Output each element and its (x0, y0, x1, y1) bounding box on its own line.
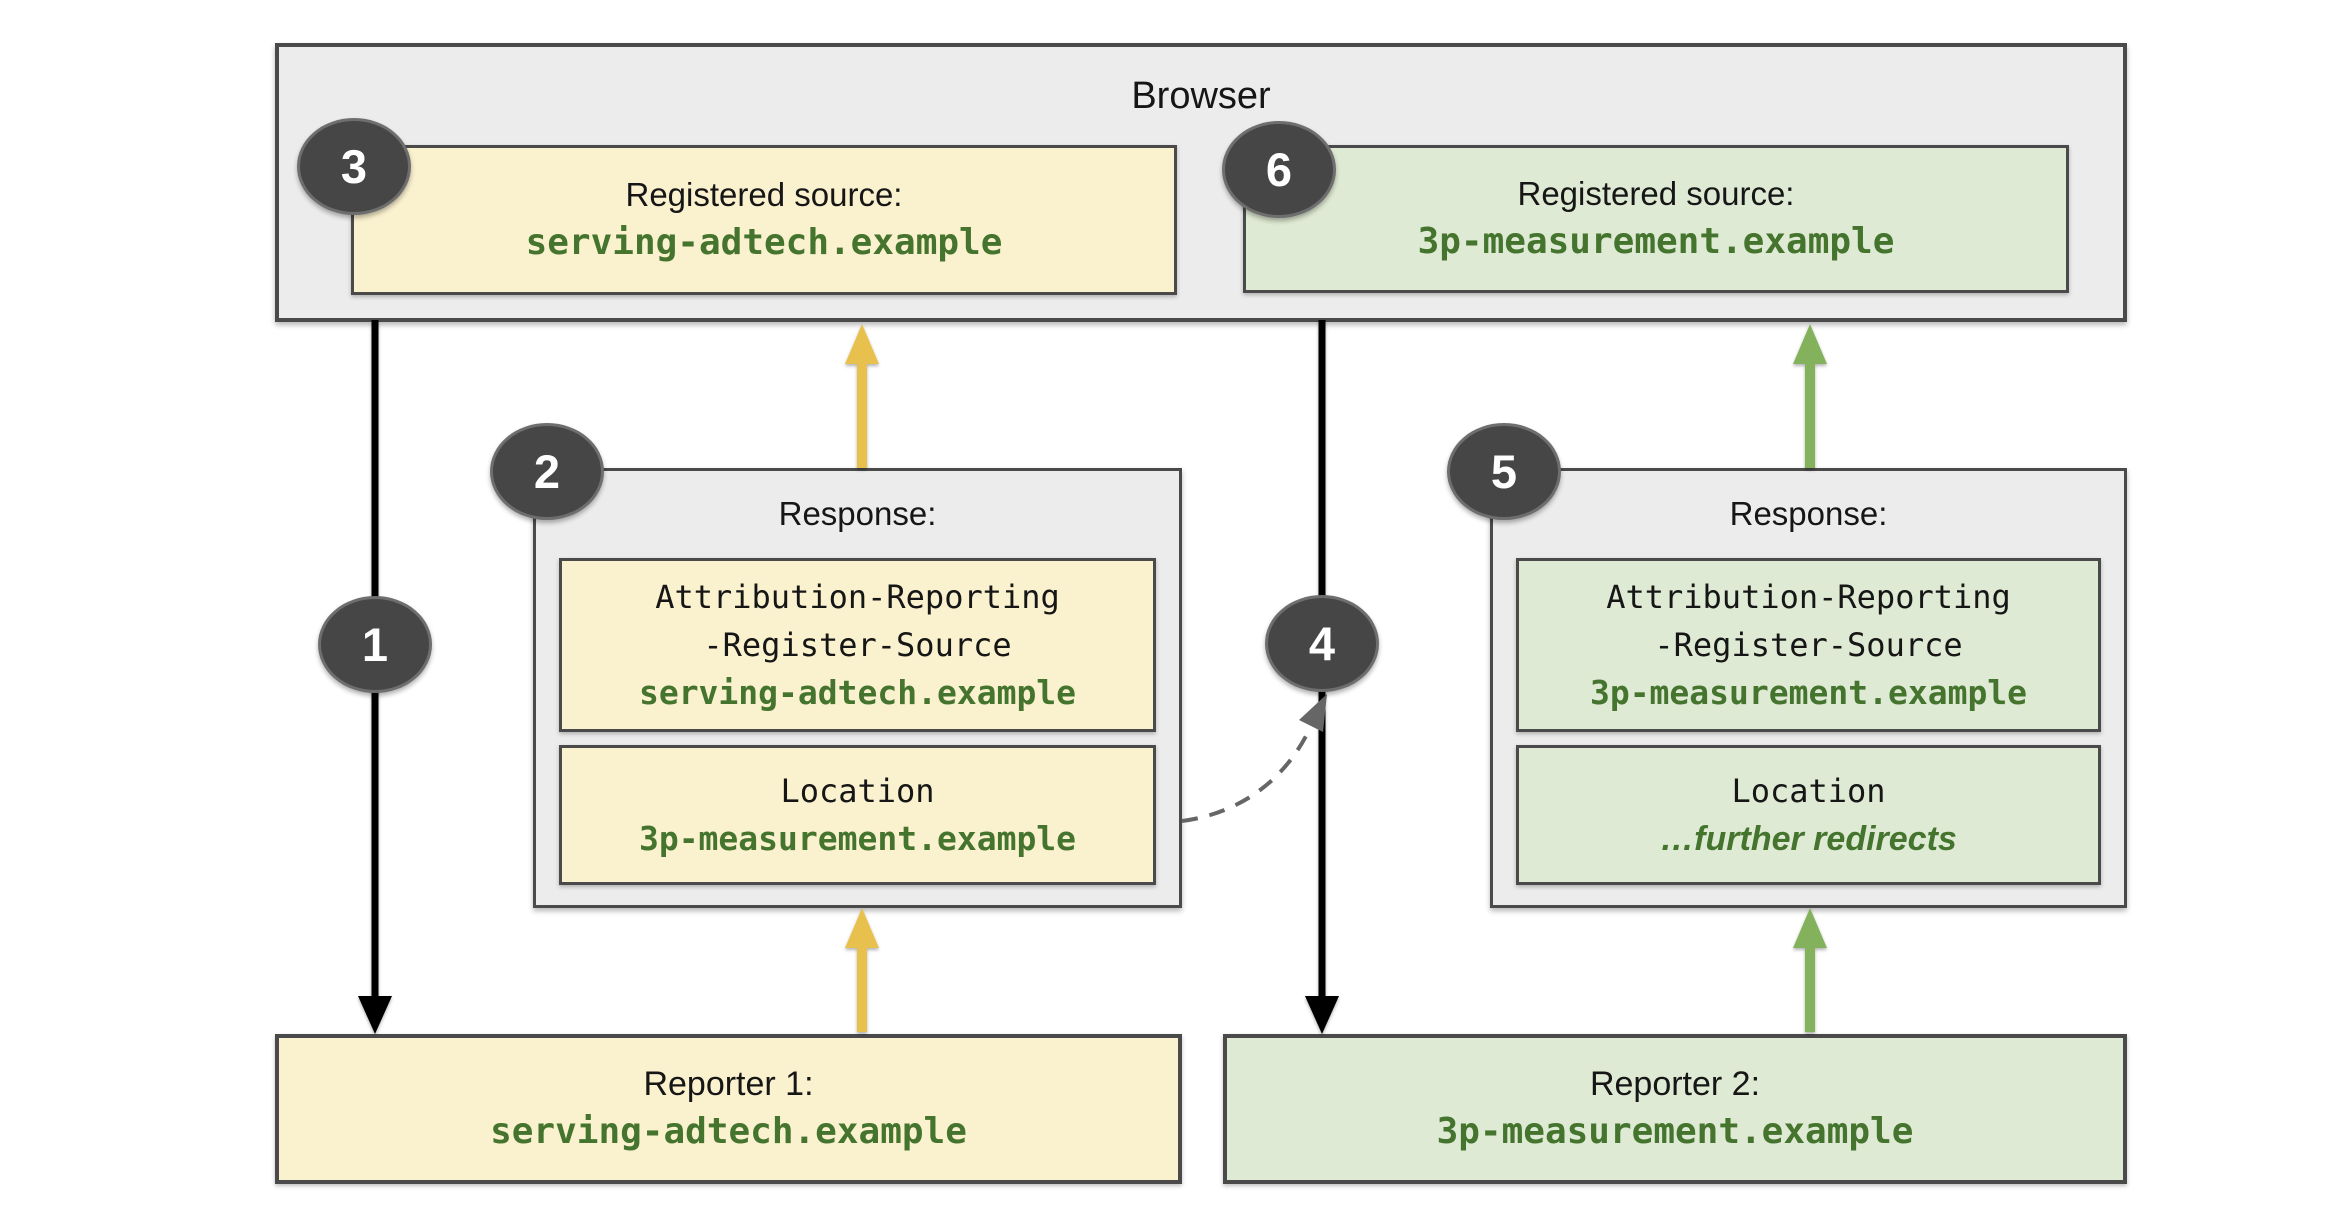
step-number: 2 (533, 445, 561, 498)
reporter-domain: 3p-measurement.example (1436, 1111, 1914, 1152)
response2-header-box: Attribution-Reporting -Register-Source 3… (1516, 558, 2101, 732)
arrow-response1-to-browser-yellow-up (845, 324, 879, 468)
step-number: 4 (1308, 617, 1336, 670)
header-domain: 3p-measurement.example (1589, 673, 2028, 712)
header-name-line2: -Register-Source (1654, 626, 1963, 664)
step-number: 6 (1265, 143, 1293, 196)
registered-source-label: Registered source: (1517, 175, 1795, 212)
response2-location-box: Location …further redirects (1516, 745, 2101, 885)
step-number: 5 (1490, 445, 1518, 498)
browser-panel-title: Browser (1131, 75, 1271, 117)
arrow-reporter2-to-response2-green-up (1793, 908, 1827, 1032)
registered-source-box-3p-measurement: Registered source: 3p-measurement.exampl… (1243, 145, 2069, 293)
step-number: 1 (361, 618, 389, 671)
header-name-line2: -Register-Source (703, 626, 1012, 664)
reporter2-box: Reporter 2: 3p-measurement.example (1223, 1034, 2127, 1184)
step-number: 3 (340, 140, 368, 193)
reporter1-box: Reporter 1: serving-adtech.example (275, 1034, 1182, 1184)
location-value: 3p-measurement.example (638, 819, 1077, 858)
arrow-response2-to-browser-green-up (1793, 324, 1827, 468)
reporter-domain: serving-adtech.example (490, 1111, 967, 1152)
response1-header-box: Attribution-Reporting -Register-Source s… (559, 558, 1156, 732)
response1-location-box: Location 3p-measurement.example (559, 745, 1156, 885)
arrow-reporter1-to-response1-yellow-up (845, 908, 879, 1032)
response-title: Response: (778, 495, 937, 532)
step-badge-1: 1 (318, 596, 432, 693)
location-value: …further redirects (1660, 820, 1957, 858)
header-name-line1: Attribution-Reporting (655, 578, 1060, 616)
step-badge-5: 5 (1447, 423, 1561, 520)
registered-source-box-serving-adtech: Registered source: serving-adtech.exampl… (351, 145, 1177, 295)
step-badge-4: 4 (1265, 595, 1379, 692)
reporter-label: Reporter 2: (1589, 1065, 1761, 1103)
header-name-line1: Attribution-Reporting (1606, 578, 2011, 616)
step-badge-6: 6 (1222, 121, 1336, 218)
header-domain: serving-adtech.example (638, 673, 1077, 712)
arrow-redirect-dashed-curve (1181, 694, 1327, 823)
registered-source-label: Registered source: (625, 176, 903, 213)
registered-source-domain: serving-adtech.example (525, 222, 1003, 263)
step-badge-3: 3 (297, 118, 411, 215)
step-badge-2: 2 (490, 423, 604, 520)
response-title: Response: (1729, 495, 1888, 532)
location-label: Location (780, 772, 935, 810)
reporter-label: Reporter 1: (643, 1065, 814, 1103)
registered-source-domain: 3p-measurement.example (1417, 221, 1895, 262)
location-label: Location (1731, 772, 1886, 810)
